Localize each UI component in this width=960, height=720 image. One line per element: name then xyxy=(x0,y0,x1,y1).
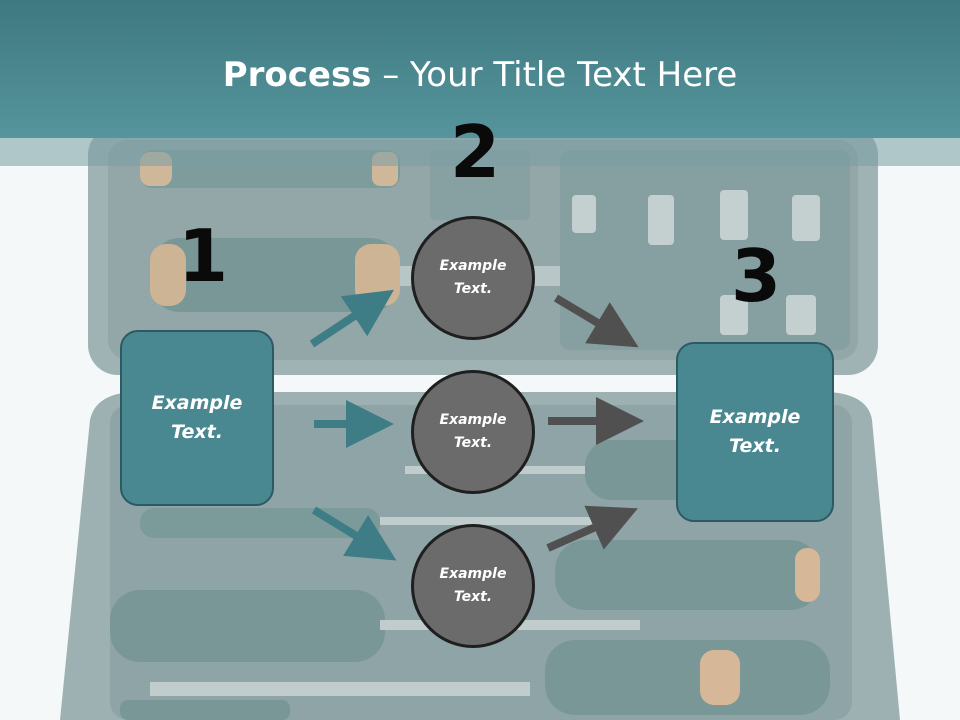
arrow-step1-to-top xyxy=(309,289,395,348)
step2-circle-bottom-text: Example Text. xyxy=(439,566,507,605)
title-bold-part: Process xyxy=(222,55,372,95)
arrow-step1-to-bottom xyxy=(311,506,397,561)
arrow-top-to-step3 xyxy=(553,294,639,348)
step3-box: Example Text. xyxy=(676,342,834,522)
step1-box: Example Text. xyxy=(120,330,274,506)
step-number-1: 1 xyxy=(178,214,229,298)
step2-circle-top-text: Example Text. xyxy=(439,258,507,297)
step2-circle-bottom: Example Text. xyxy=(411,524,535,648)
title-regular-part: – Your Title Text Here xyxy=(371,55,738,95)
title-bar xyxy=(0,0,960,138)
step-number-3: 3 xyxy=(731,234,782,318)
arrow-bottom-to-step3 xyxy=(546,505,638,552)
step3-text: Example Text. xyxy=(709,406,801,457)
step2-circle-middle-text: Example Text. xyxy=(439,412,507,451)
step-number-2: 2 xyxy=(450,110,501,194)
step2-circle-middle: Example Text. xyxy=(411,370,535,494)
slide-title: Process – Your Title Text Here xyxy=(0,50,960,100)
step1-text: Example Text. xyxy=(151,392,243,443)
step2-circle-top: Example Text. xyxy=(411,216,535,340)
title-accent-strip xyxy=(0,138,960,166)
